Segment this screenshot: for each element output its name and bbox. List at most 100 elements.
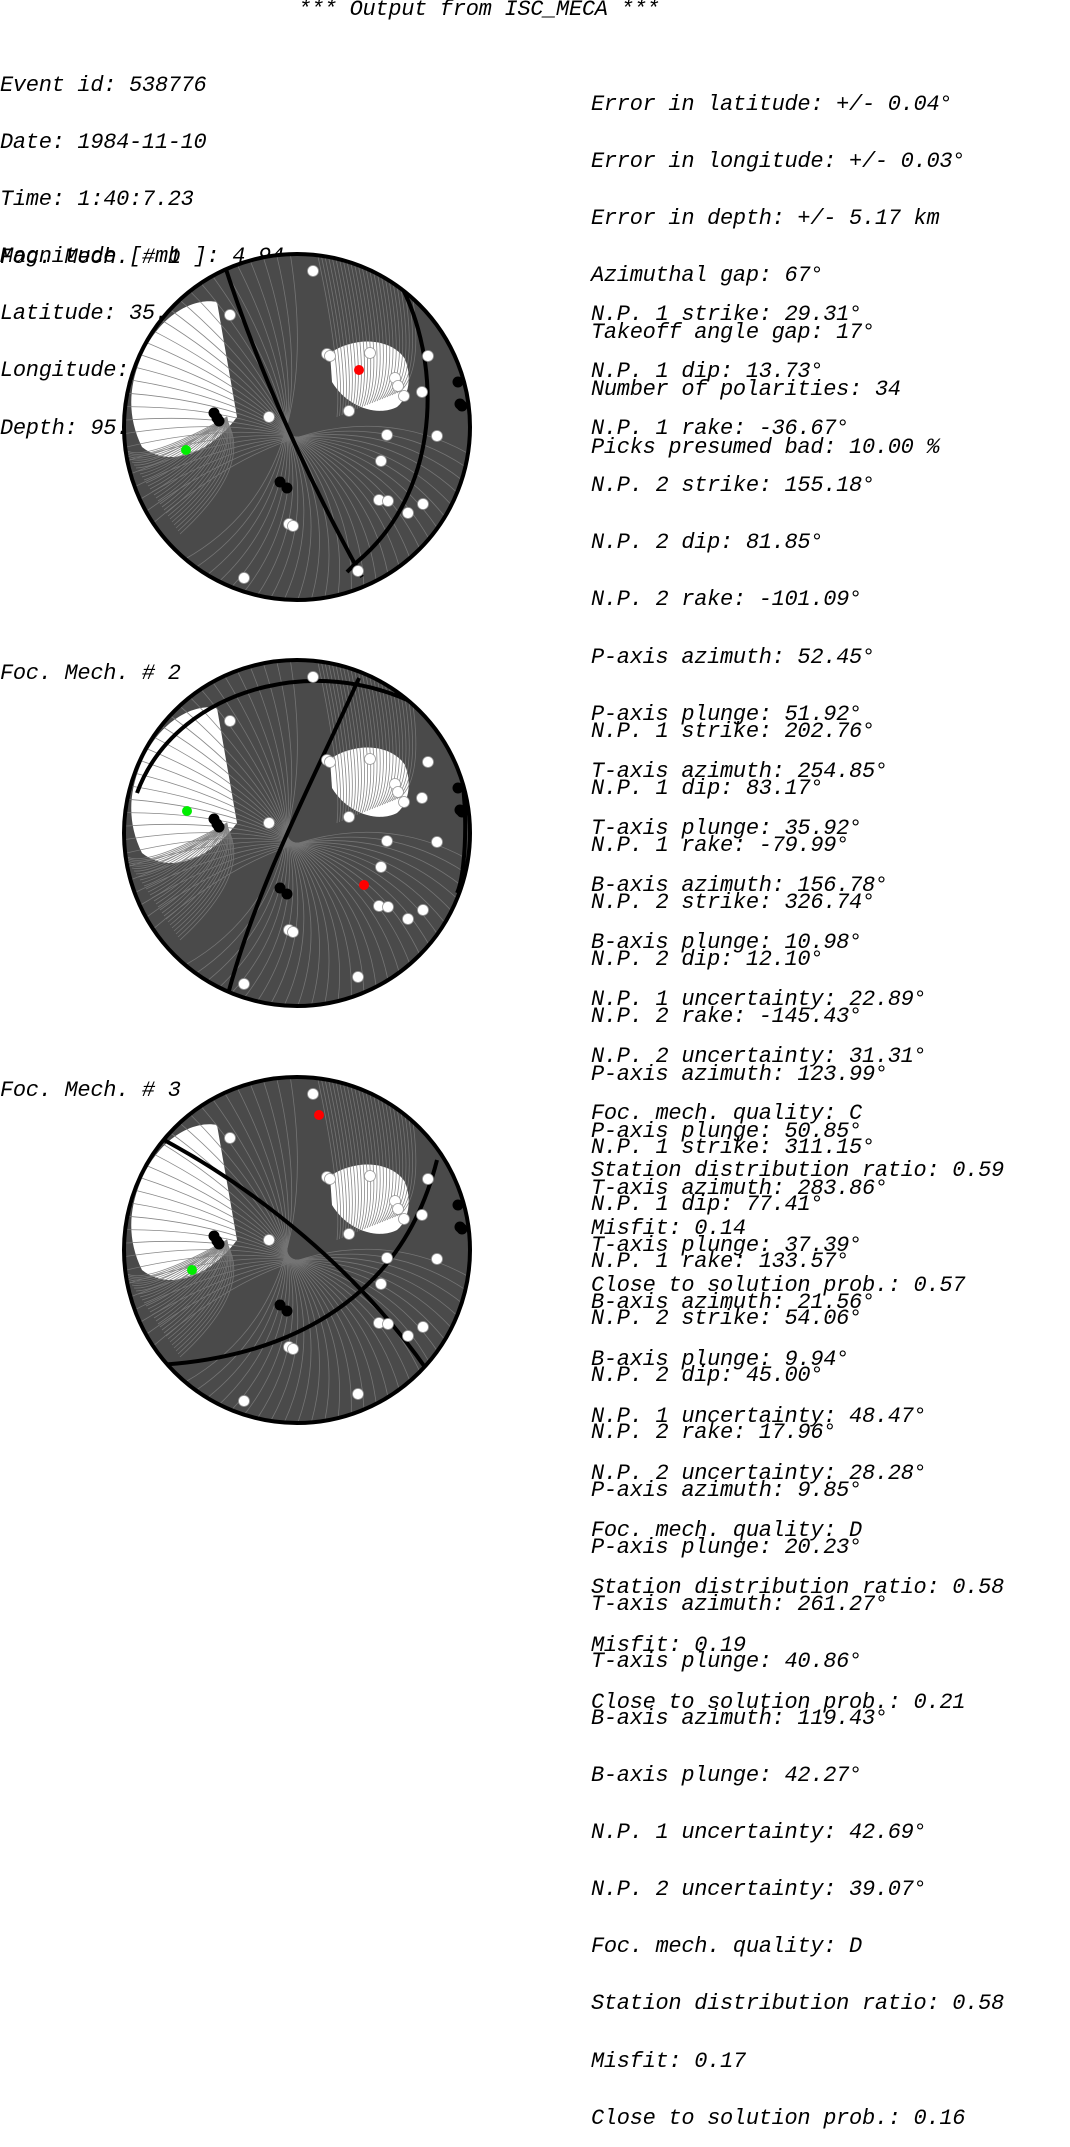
param-np1-rake: N.P. 1 rake: -79.99° <box>591 833 850 859</box>
compression-station <box>456 806 468 818</box>
uncertainty-arc <box>139 420 228 475</box>
uncertainty-arc <box>163 1240 228 1334</box>
uncertainty-arc <box>143 1240 228 1304</box>
dilatation-station <box>263 411 275 423</box>
uncertainty-arc <box>348 1077 365 1232</box>
uncertainty-arc <box>167 1242 228 1340</box>
param-b-plunge: B-axis plunge: 42.27° <box>591 1763 862 1789</box>
uncertainty-arc <box>327 254 347 415</box>
dilatation-station <box>417 498 429 510</box>
param-solution-prob: Close to solution prob.: 0.57 <box>591 1272 966 1298</box>
azimuthal-gap: Azimuthal gap: 67° <box>591 263 824 289</box>
dilatation-station <box>224 715 236 727</box>
uncertainty-arc <box>358 1077 375 1229</box>
uncertainty-arc <box>195 1078 293 1391</box>
uncertainty-arc <box>151 822 228 899</box>
param-p-plunge: P-axis plunge: 20.23° <box>591 1534 862 1560</box>
uncertainty-arc <box>206 1080 289 1399</box>
param-np2-rake: N.P. 2 rake: -145.43° <box>591 1004 862 1030</box>
sphere-outline <box>122 658 472 1008</box>
param-b-plunge: B-axis plunge: 9.94° <box>591 1347 850 1373</box>
uncertainty-arc <box>358 254 375 406</box>
uncertainty-arc <box>200 282 299 599</box>
uncertainty-arc <box>124 832 430 945</box>
uncertainty-arc <box>200 1105 299 1422</box>
param-np1-strike: N.P. 1 strike: 202.76° <box>591 719 875 744</box>
uncertainty-arc <box>179 705 312 1006</box>
uncertainty-arc <box>125 1254 438 1352</box>
param-t-azimuth: T-axis azimuth: 283.86° <box>591 1175 888 1201</box>
uncertainty-arc <box>179 826 235 941</box>
uncertainty-arc <box>167 825 228 923</box>
param-np1-rake: N.P. 1 rake: 133.57° <box>591 1249 850 1275</box>
param-t-plunge: T-axis plunge: 40.86° <box>591 1648 862 1674</box>
uncertainty-arc <box>316 1077 339 1241</box>
dilatation-station <box>417 1321 429 1333</box>
dilatation-station <box>364 347 376 359</box>
dilatation-station <box>307 1088 319 1100</box>
dilatation-station <box>324 350 336 362</box>
param-np2-dip: N.P. 2 dip: 81.85° <box>591 530 824 556</box>
dilatation-station <box>287 1343 299 1355</box>
uncertainty-arc <box>139 840 463 906</box>
uncertainty-arc <box>323 254 344 416</box>
param-p-azimuth: P-axis azimuth: 52.45° <box>591 644 875 670</box>
uncertainty-arc <box>157 1242 228 1325</box>
uncertainty-arc <box>173 823 230 932</box>
dilatation-station <box>392 786 404 798</box>
uncertainty-arc <box>341 254 359 411</box>
dilatation-station <box>263 1234 275 1246</box>
param-np1-uncertainty: N.P. 1 uncertainty: 42.69° <box>591 1820 927 1846</box>
uncertainty-arc <box>141 1239 228 1301</box>
param-t-azimuth: T-axis azimuth: 254.85° <box>591 758 888 784</box>
uncertainty-arc <box>130 1202 389 1398</box>
uncertainty-arc <box>137 1242 228 1295</box>
uncertainty-arc <box>153 1153 340 1419</box>
uncertainty-arc <box>171 1239 229 1346</box>
uncertainty-arc <box>231 264 288 588</box>
uncertainty-arc <box>127 392 400 567</box>
uncertainty-arc <box>179 1243 235 1358</box>
param-np2-rake: N.P. 2 rake: 17.96° <box>591 1420 837 1446</box>
uncertainty-arc <box>145 430 466 512</box>
p-axis-marker <box>314 1110 324 1120</box>
param-p-azimuth: P-axis azimuth: 9.85° <box>591 1477 862 1503</box>
uncertainty-arc <box>139 1257 463 1323</box>
uncertainty-arc <box>139 760 365 993</box>
param-b-plunge: B-axis plunge: 10.98° <box>591 930 862 956</box>
uncertainty-arc <box>224 675 290 999</box>
uncertainty-arc <box>133 823 228 872</box>
uncertainty-arc <box>139 354 365 587</box>
uncertainty-arc <box>327 1077 347 1238</box>
uncertainty-arc <box>369 254 384 403</box>
uncertainty-arc <box>135 418 228 469</box>
uncertainty-arc <box>323 660 344 822</box>
dilatation-station <box>392 380 404 392</box>
event-id: Event id: 538776 <box>0 73 207 98</box>
dilatation-station <box>431 1253 443 1265</box>
mechanism-3-label: Foc. Mech. # 3 <box>0 1078 181 1103</box>
sphere-outline <box>122 1075 472 1425</box>
error-depth: Error in depth: +/- 5.17 km <box>591 206 940 232</box>
uncertainty-arc <box>169 715 320 1006</box>
uncertainty-arc <box>177 825 233 938</box>
uncertainty-arc <box>152 1248 469 1347</box>
dilatation-station <box>324 1173 336 1185</box>
dilatation-region-2 <box>330 747 409 817</box>
uncertainty-arc <box>169 420 228 520</box>
param-np1-uncertainty: N.P. 1 uncertainty: 48.47° <box>591 1404 927 1430</box>
uncertainty-arc <box>163 823 228 917</box>
uncertainty-arc <box>173 417 230 526</box>
uncertainty-arc <box>177 1242 233 1355</box>
dilatation-region-1 <box>131 301 237 457</box>
uncertainty-arc <box>157 419 228 502</box>
uncertainty-arc <box>153 823 228 902</box>
uncertainty-arc <box>135 1241 228 1292</box>
uncertainty-arc <box>362 254 378 405</box>
nodal-plane-1 <box>163 1138 429 1372</box>
uncertainty-arc <box>153 417 228 496</box>
uncertainty-arc <box>125 812 411 965</box>
uncertainty-arc <box>161 416 228 508</box>
uncertainty-arc <box>153 330 340 596</box>
uncertainty-arc <box>151 1239 228 1316</box>
